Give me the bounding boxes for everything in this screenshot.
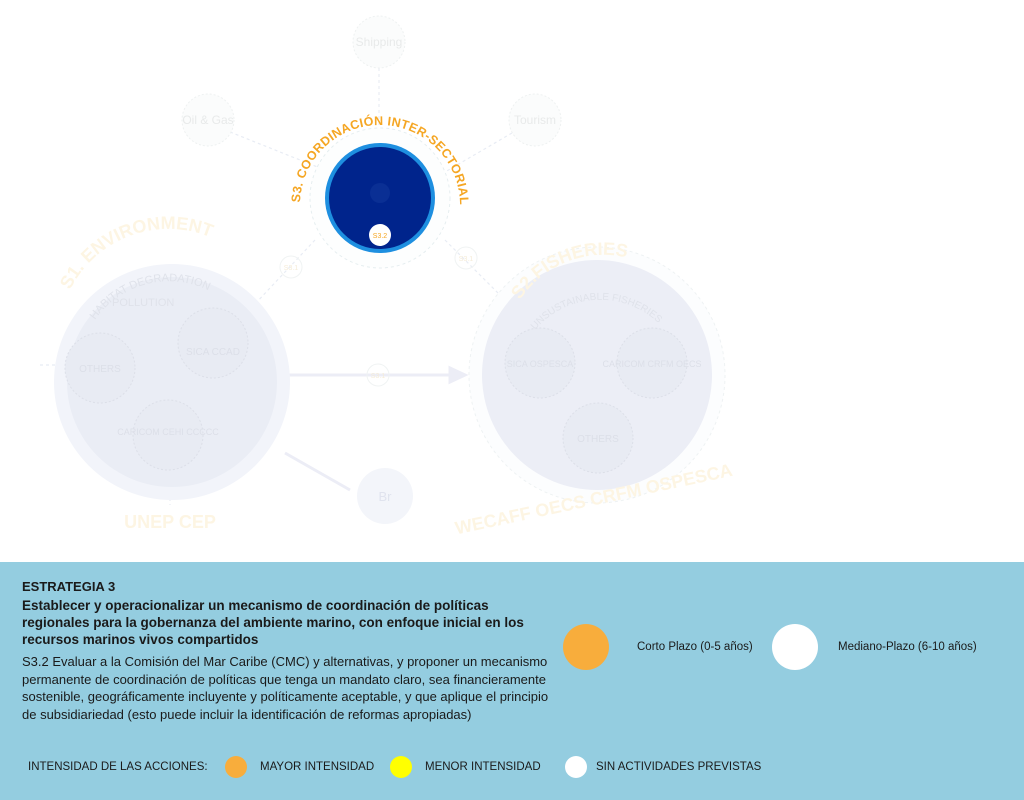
svg-text:S3.1: S3.1 [371,373,386,380]
strategy-info-panel: ESTRATEGIA 3 Establecer y operacionaliza… [0,562,1024,800]
svg-text:S3.1: S3.1 [284,265,299,272]
medium-term-legend-label: Mediano-Plazo (6-10 años) [838,641,977,653]
svg-text:CARICOM CRFM OECS: CARICOM CRFM OECS [603,359,702,369]
high-intensity-dot [225,756,247,778]
fisheries-cluster: S2.FISHERIES UNSUSTAINABLE FISHERIES SIC… [453,239,734,539]
no-activity-dot [565,756,587,778]
no-activity-label: SIN ACTIVIDADES PREVISTAS [596,761,762,773]
strategy-heading: ESTRATEGIA 3 [22,579,116,594]
svg-text:S3.2: S3.2 [373,233,388,240]
svg-text:UNEP CEP: UNEP CEP [124,512,216,532]
environment-cluster: S1. ENVIRONMENT HABITAT DEGRADATION POLL… [54,213,290,532]
medium-term-legend-dot [772,624,818,670]
action-description: S3.2 Evaluar a la Comisión del Mar Carib… [22,654,549,722]
svg-text:Br: Br [379,489,393,504]
satellite-tourism: Tourism [508,93,562,147]
svg-text:SICA CCAD: SICA CCAD [186,347,240,358]
intensity-label: INTENSIDAD DE LAS ACCIONES: [28,761,208,773]
svg-text:Tourism: Tourism [514,113,556,127]
low-intensity-label: MENOR INTENSIDAD [425,761,541,773]
env-arc-2: POLLUTION [112,297,174,309]
low-intensity-dot [390,756,412,778]
svg-text:OTHERS: OTHERS [577,434,619,445]
high-intensity-label: MAYOR INTENSIDAD [260,761,375,773]
badge-s3-2[interactable]: S3.2 [369,224,391,246]
svg-text:S3.1: S3.1 [459,256,474,263]
satellite-oil-gas: Oil & Gas [181,93,235,147]
satellite-br: Br [357,468,413,524]
short-term-legend-dot [563,624,609,670]
svg-text:Shipping: Shipping [356,35,403,49]
strategy-title: Establecer y operacionalizar un mecanism… [22,598,524,647]
satellite-shipping: Shipping [352,15,406,69]
svg-text:CARICOM CEHI CCCCC: CARICOM CEHI CCCCC [117,427,219,437]
svg-text:OTHERS: OTHERS [79,364,121,375]
strategy-diagram: Shipping Oil & Gas Tourism Br S1. ENVIRO… [40,15,734,539]
svg-text:SICA OSPESCA: SICA OSPESCA [507,359,574,369]
svg-text:Oil & Gas: Oil & Gas [182,113,233,127]
link-labels: S3.1 S3.1 S3.1 [279,246,478,387]
short-term-legend-label: Corto Plazo (0-5 años) [637,641,753,653]
